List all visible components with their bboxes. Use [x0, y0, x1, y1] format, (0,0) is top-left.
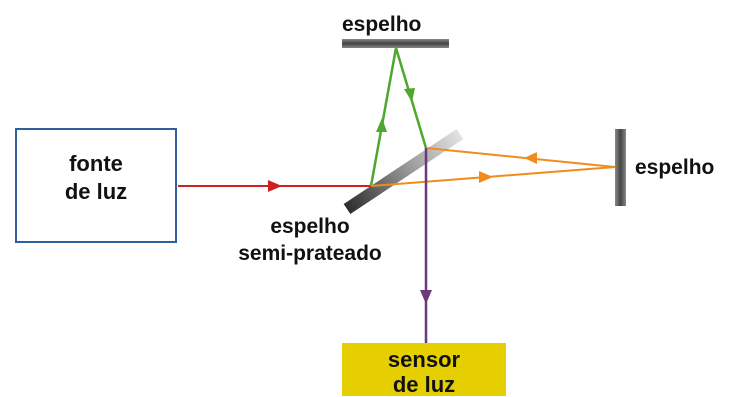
source-beam-arrow — [268, 180, 282, 192]
right-arm-beam-out — [370, 166, 616, 187]
light-sensor-label-line1: sensor — [387, 347, 461, 372]
right-arm-beam-return — [425, 147, 616, 168]
right-arm-arrow-out — [479, 171, 493, 183]
light-source-label-line2: de luz — [64, 179, 128, 204]
light-source-box — [15, 128, 177, 243]
light-sensor-label-line2: de luz — [392, 372, 456, 397]
beam-splitter — [343, 129, 464, 214]
top-arm-arrow-up — [376, 118, 387, 132]
light-sensor-box — [342, 343, 506, 396]
beam-splitter-label-line2: semi-prateado — [238, 242, 382, 265]
right-arm-arrow-return — [524, 152, 537, 164]
top-arm-beam — [369, 47, 428, 187]
top-mirror-label: espelho — [342, 13, 422, 36]
right-mirror — [615, 129, 626, 206]
top-arm-arrow-down — [404, 88, 415, 102]
output-beam-arrow — [420, 290, 432, 304]
light-source-label-line1: fonte — [69, 151, 123, 176]
right-mirror-label: espelho — [635, 156, 715, 179]
top-mirror — [342, 39, 449, 48]
beam-splitter-label-line1: espelho — [270, 215, 350, 238]
